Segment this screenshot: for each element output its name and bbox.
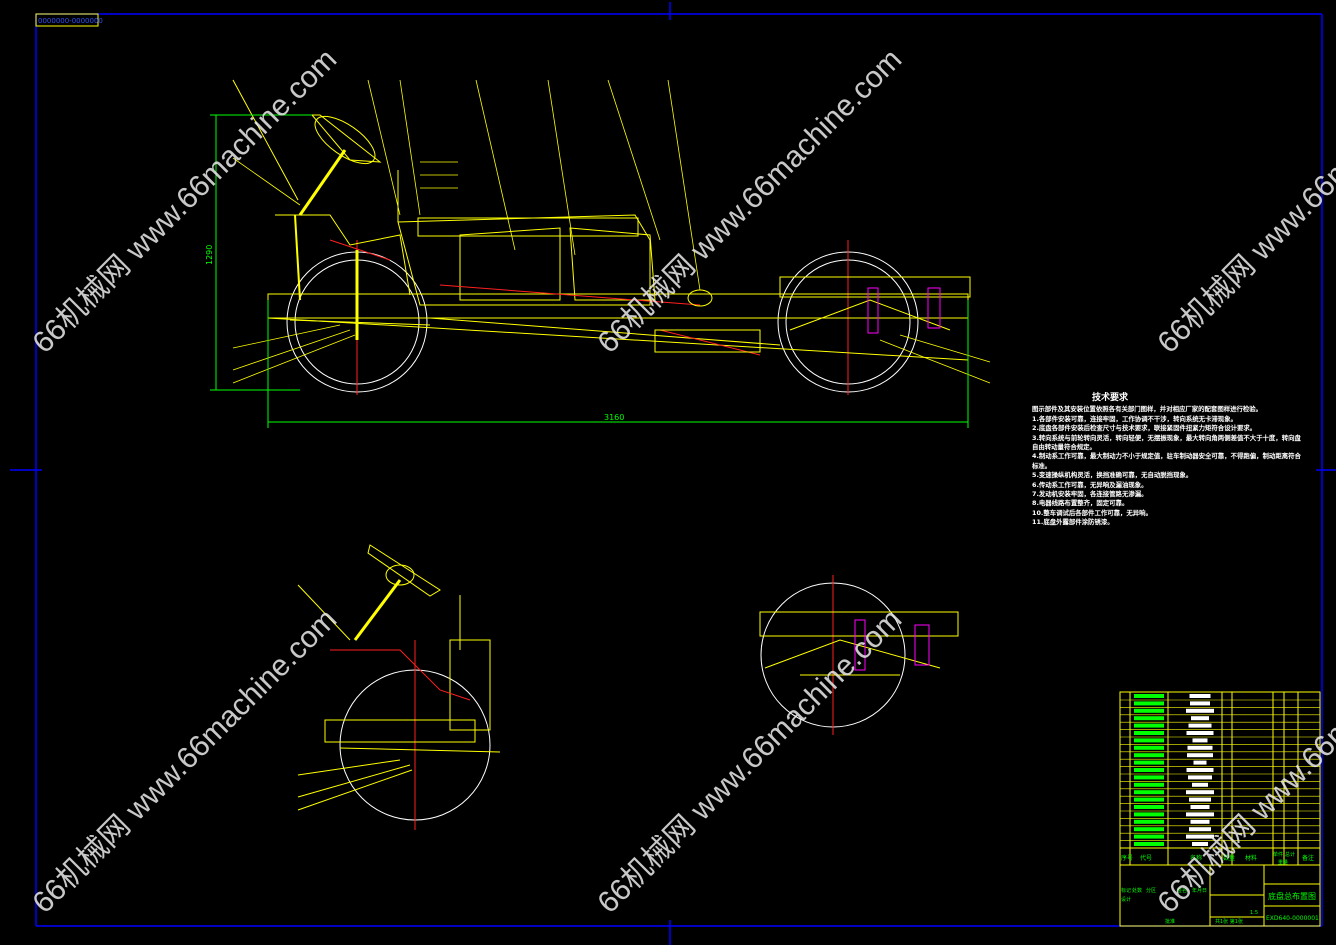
dimensions (210, 114, 969, 428)
part-code-mark (1134, 701, 1164, 706)
code-tag: 0000000-0000000 (38, 17, 103, 25)
part-code-mark (1134, 768, 1164, 772)
part-code-mark (1134, 745, 1164, 750)
part-name-mark (1189, 694, 1211, 698)
technical-requirements: 技术要求 图示部件及其安装位置依照各有关部门图样，并对相应厂家的配套图样进行检验… (1032, 393, 1302, 528)
part-code-mark (1134, 708, 1164, 713)
part-code-mark (1134, 731, 1164, 735)
part-code-mark (1134, 805, 1164, 809)
part-code-mark (1134, 812, 1164, 817)
part-code-mark (1134, 738, 1164, 743)
tech-req-line: 6.传动系工作可靠，无异响及漏油现象。 (1032, 480, 1148, 489)
drawing-frame (10, 2, 1336, 945)
part-name-mark (1189, 827, 1211, 832)
part-name-mark (1190, 701, 1210, 706)
front-detail-view (297, 544, 501, 830)
part-code-mark (1134, 723, 1164, 728)
header-name: 名称 (1190, 854, 1202, 862)
part-name-mark (1193, 760, 1207, 765)
rev-count: 处数 (1132, 887, 1142, 894)
tech-req-lines: 图示部件及其安装位置依照各有关部门图样，并对相应厂家的配套图样进行检验。1.各部… (1032, 405, 1302, 527)
part-name-mark (1189, 797, 1211, 802)
rev-date: 年月日 (1192, 887, 1207, 894)
title-block-fills (1134, 694, 1214, 846)
part-code-mark (1134, 716, 1164, 721)
part-code-mark (1134, 753, 1164, 758)
rev-sign: 签名 (1177, 887, 1187, 894)
header-code: 代号 (1140, 854, 1152, 862)
drawing-name: 底盘总布置图 (1268, 891, 1316, 901)
tech-req-line: 11.底盘外露部件涂防锈漆。 (1032, 518, 1114, 527)
part-code-mark (1134, 842, 1164, 846)
part-code-mark (1134, 834, 1164, 839)
title-block-text: 序号 代号 名称 数量 材料 单件 总计 重量 备注 标记 处数 分区 签名 年… (1121, 851, 1319, 925)
title-block-rows (1120, 699, 1320, 849)
part-code-mark (1134, 790, 1164, 795)
tech-req-line: 图示部件及其安装位置依照各有关部门图样，并对相应厂家的配套图样进行检验。 (1032, 405, 1263, 414)
part-name-mark (1186, 731, 1214, 735)
part-name-mark (1190, 819, 1210, 824)
tech-req-line: 5.变速操纵机构灵活，换挡准确可靠，无自动脱挡现象。 (1032, 471, 1193, 480)
part-code-mark (1134, 819, 1164, 824)
tech-req-line: 3.转向系统与前轮转向灵活，转向轻便，无摆振现象，最大转向角两侧差值不大于十度，… (1032, 433, 1301, 452)
part-code-mark (1134, 827, 1164, 832)
scale: 1:5 (1250, 910, 1258, 916)
part-name-mark (1186, 768, 1214, 772)
part-name-mark (1192, 842, 1208, 846)
part-name-mark (1188, 775, 1212, 780)
part-name-mark (1190, 805, 1210, 809)
header-remark: 备注 (1302, 854, 1314, 862)
part-name-mark (1191, 716, 1209, 721)
part-code-mark (1134, 797, 1164, 802)
code-tag-box (35, 13, 99, 27)
sheet-info: 共1张 第1张 (1215, 918, 1243, 925)
part-name-mark (1186, 708, 1214, 713)
part-code-mark (1134, 782, 1164, 787)
part-name-mark (1187, 745, 1213, 750)
header-weight: 重量 (1278, 859, 1288, 866)
approve-label: 批准 (1165, 918, 1175, 925)
tech-req-title: 技术要求 (1092, 393, 1129, 403)
dimension-width: 3160 (604, 413, 624, 422)
header-unit: 单件 (1273, 851, 1283, 858)
part-code-mark (1134, 694, 1164, 698)
tech-req-line: 4.制动系工作可靠，最大制动力不小于规定值，驻车制动器安全可靠，不得跑偏，制动距… (1032, 452, 1301, 470)
header-total: 总计 (1285, 851, 1295, 858)
part-name-mark (1186, 834, 1214, 839)
header-qty: 数量 (1223, 854, 1235, 862)
leader-lines (232, 79, 991, 384)
rev-mark: 标记 (1121, 887, 1131, 894)
header-material: 材料 (1245, 854, 1257, 862)
part-name-mark (1187, 753, 1213, 758)
tech-req-line: 7.发动机安装牢固，各连接管路无渗漏。 (1032, 490, 1148, 499)
part-name-mark (1186, 812, 1214, 817)
part-name-mark (1192, 738, 1208, 743)
tech-req-line: 1.各部件安装可靠，连接牢固，工作协调不干涉，转向系统无卡滞现象。 (1032, 414, 1237, 423)
part-name-mark (1192, 782, 1208, 787)
rev-zone: 分区 (1146, 887, 1156, 894)
tech-req-line: 2.底盘各部件安装后检查尺寸与技术要求，联接紧固件扭紧力矩符合设计要求。 (1032, 424, 1257, 433)
drawing-number: EXD640-0000001 (1266, 915, 1319, 922)
part-name-mark (1186, 790, 1214, 795)
part-name-mark (1188, 723, 1212, 728)
part-code-mark (1134, 760, 1164, 765)
design-label: 设计 (1121, 896, 1131, 903)
tech-req-line: 8.电器线路布置整齐，固定可靠。 (1032, 499, 1129, 508)
title-block-lines (1119, 691, 1321, 927)
part-code-mark (1134, 775, 1164, 780)
dimension-height: 1290 (205, 245, 214, 265)
tech-req-line: 10.整车调试后各部件工作可靠，无异响。 (1032, 508, 1152, 517)
rear-detail-view (759, 575, 959, 735)
header-seq: 序号 (1121, 854, 1133, 862)
